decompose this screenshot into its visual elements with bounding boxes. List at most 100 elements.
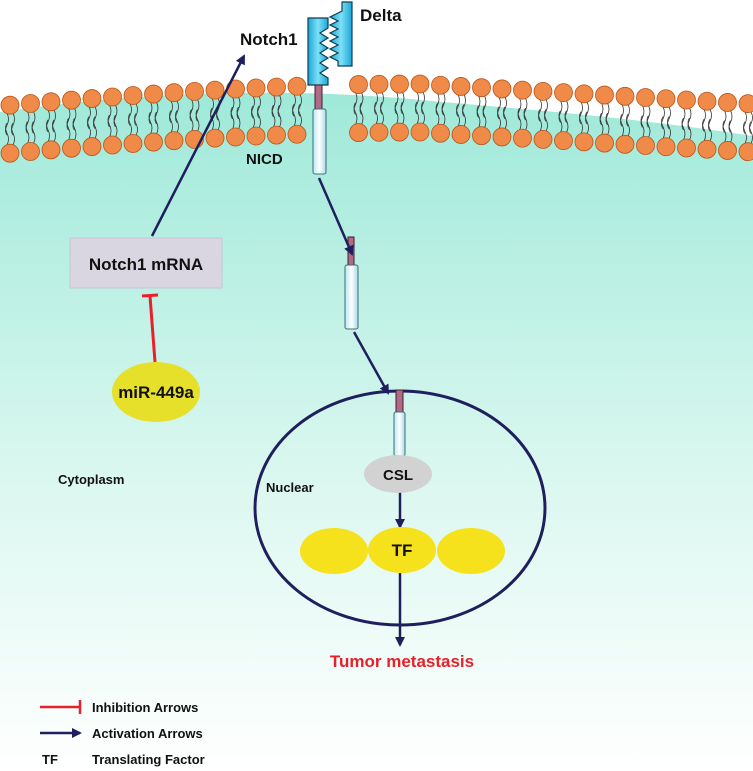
legend-tf-label: Translating Factor bbox=[92, 752, 205, 767]
lipid-tail bbox=[441, 102, 446, 126]
lipid-head bbox=[82, 89, 102, 108]
lipid-head bbox=[554, 83, 573, 103]
lipid-tail bbox=[599, 112, 604, 136]
lipid-head bbox=[472, 126, 491, 146]
lipid-tail bbox=[523, 107, 528, 131]
csl-label: CSL bbox=[383, 467, 413, 484]
lipid-head bbox=[349, 123, 368, 142]
activation-arrow-nicd-to-nucleus bbox=[352, 331, 390, 395]
lipid-head bbox=[451, 125, 471, 144]
lipid-tail bbox=[93, 116, 97, 139]
lipid-tail bbox=[25, 111, 30, 134]
lipid-tail bbox=[394, 91, 399, 115]
lipid-tail bbox=[107, 104, 112, 128]
lipid-tail bbox=[564, 100, 569, 123]
lipid-tail bbox=[210, 97, 214, 121]
lipid-head bbox=[164, 131, 184, 151]
lipid-tail bbox=[646, 105, 651, 128]
lipid-tail bbox=[175, 100, 179, 123]
delta-ligand bbox=[328, 1, 353, 67]
lipid-tail bbox=[230, 106, 235, 130]
lipid-head bbox=[574, 132, 594, 152]
lipid-tail bbox=[456, 94, 460, 117]
lipid-tail bbox=[544, 109, 548, 132]
lipid-tail bbox=[482, 105, 487, 128]
lipid-head bbox=[697, 91, 717, 111]
tf-label: TF bbox=[392, 541, 413, 560]
lipid-head bbox=[390, 74, 409, 94]
lipid-tail bbox=[441, 93, 446, 116]
lipid-head bbox=[21, 94, 40, 113]
lipid-tail bbox=[661, 116, 665, 139]
lipid-head bbox=[62, 138, 81, 158]
lipid-head bbox=[636, 88, 655, 107]
lipid-tail bbox=[585, 101, 589, 125]
lipid-tail bbox=[251, 95, 255, 119]
lipid-tail bbox=[435, 102, 440, 126]
lipid-tail bbox=[189, 109, 194, 132]
lipid-head bbox=[267, 125, 286, 145]
legend-inhibition-symbol bbox=[40, 700, 82, 714]
lipid-head bbox=[410, 74, 430, 94]
lipid-tail bbox=[31, 121, 36, 144]
lipid-tail bbox=[538, 109, 542, 132]
lipid-tail bbox=[667, 106, 671, 129]
lipid-tail bbox=[687, 107, 692, 131]
lipid-tail bbox=[564, 110, 569, 133]
lipid-head bbox=[677, 138, 696, 158]
lipid-tail bbox=[579, 111, 583, 135]
lipid-tail bbox=[681, 117, 686, 141]
lipid-head bbox=[205, 128, 225, 148]
lipid-tail bbox=[298, 104, 302, 127]
lipid-head bbox=[0, 143, 20, 163]
lipid-tail bbox=[230, 96, 235, 120]
cytoplasm-label: Cytoplasm bbox=[58, 472, 124, 487]
legend-activation-label: Activation Arrows bbox=[92, 726, 203, 741]
lipid-head bbox=[718, 141, 737, 160]
lipid-head bbox=[431, 123, 450, 143]
lipid-tail bbox=[353, 102, 358, 125]
lipid-tail bbox=[169, 110, 173, 133]
lipid-tail bbox=[11, 112, 15, 136]
lipid-tail bbox=[128, 113, 132, 136]
lipid-tail bbox=[497, 106, 501, 130]
lipid-tail bbox=[538, 99, 542, 122]
lipid-head bbox=[513, 128, 532, 148]
lipid-tail bbox=[52, 119, 56, 143]
lipid-head bbox=[595, 133, 614, 153]
csl-ellipse bbox=[364, 455, 432, 493]
lipid-head bbox=[595, 85, 614, 105]
lipid-head bbox=[369, 122, 389, 142]
lipid-tail bbox=[503, 96, 507, 120]
lipid-tail bbox=[25, 121, 30, 144]
lipid-tail bbox=[394, 101, 399, 125]
lipid-head bbox=[144, 132, 163, 152]
lipid-tail bbox=[236, 106, 241, 130]
lipid-tail bbox=[292, 104, 296, 127]
lipid-tail bbox=[66, 108, 71, 131]
lipid-tail bbox=[374, 102, 378, 125]
lipid-tail bbox=[708, 109, 712, 132]
lipid-tail bbox=[400, 101, 405, 125]
lipid-head bbox=[492, 79, 512, 99]
lipid-head bbox=[656, 89, 676, 109]
lipid-head bbox=[82, 137, 102, 156]
legend-tf-symbol: TF bbox=[42, 752, 58, 767]
lipid-tail bbox=[620, 114, 624, 137]
lipid-head bbox=[369, 74, 389, 94]
lipid-tail bbox=[87, 106, 91, 129]
lipid-tail bbox=[749, 111, 753, 134]
lipid-tail bbox=[667, 116, 671, 139]
lipid-tail bbox=[52, 109, 56, 133]
lipid-tail bbox=[421, 91, 425, 115]
lipid-tail bbox=[66, 117, 71, 141]
lipid-tail bbox=[113, 104, 118, 128]
lipid-head bbox=[451, 77, 471, 96]
lipid-tail bbox=[558, 110, 563, 133]
lipid-tail bbox=[271, 94, 276, 118]
lipid-tail bbox=[605, 102, 610, 126]
lipid-head bbox=[738, 142, 753, 162]
lipid-head bbox=[718, 93, 737, 112]
lipid-tail bbox=[107, 114, 112, 138]
